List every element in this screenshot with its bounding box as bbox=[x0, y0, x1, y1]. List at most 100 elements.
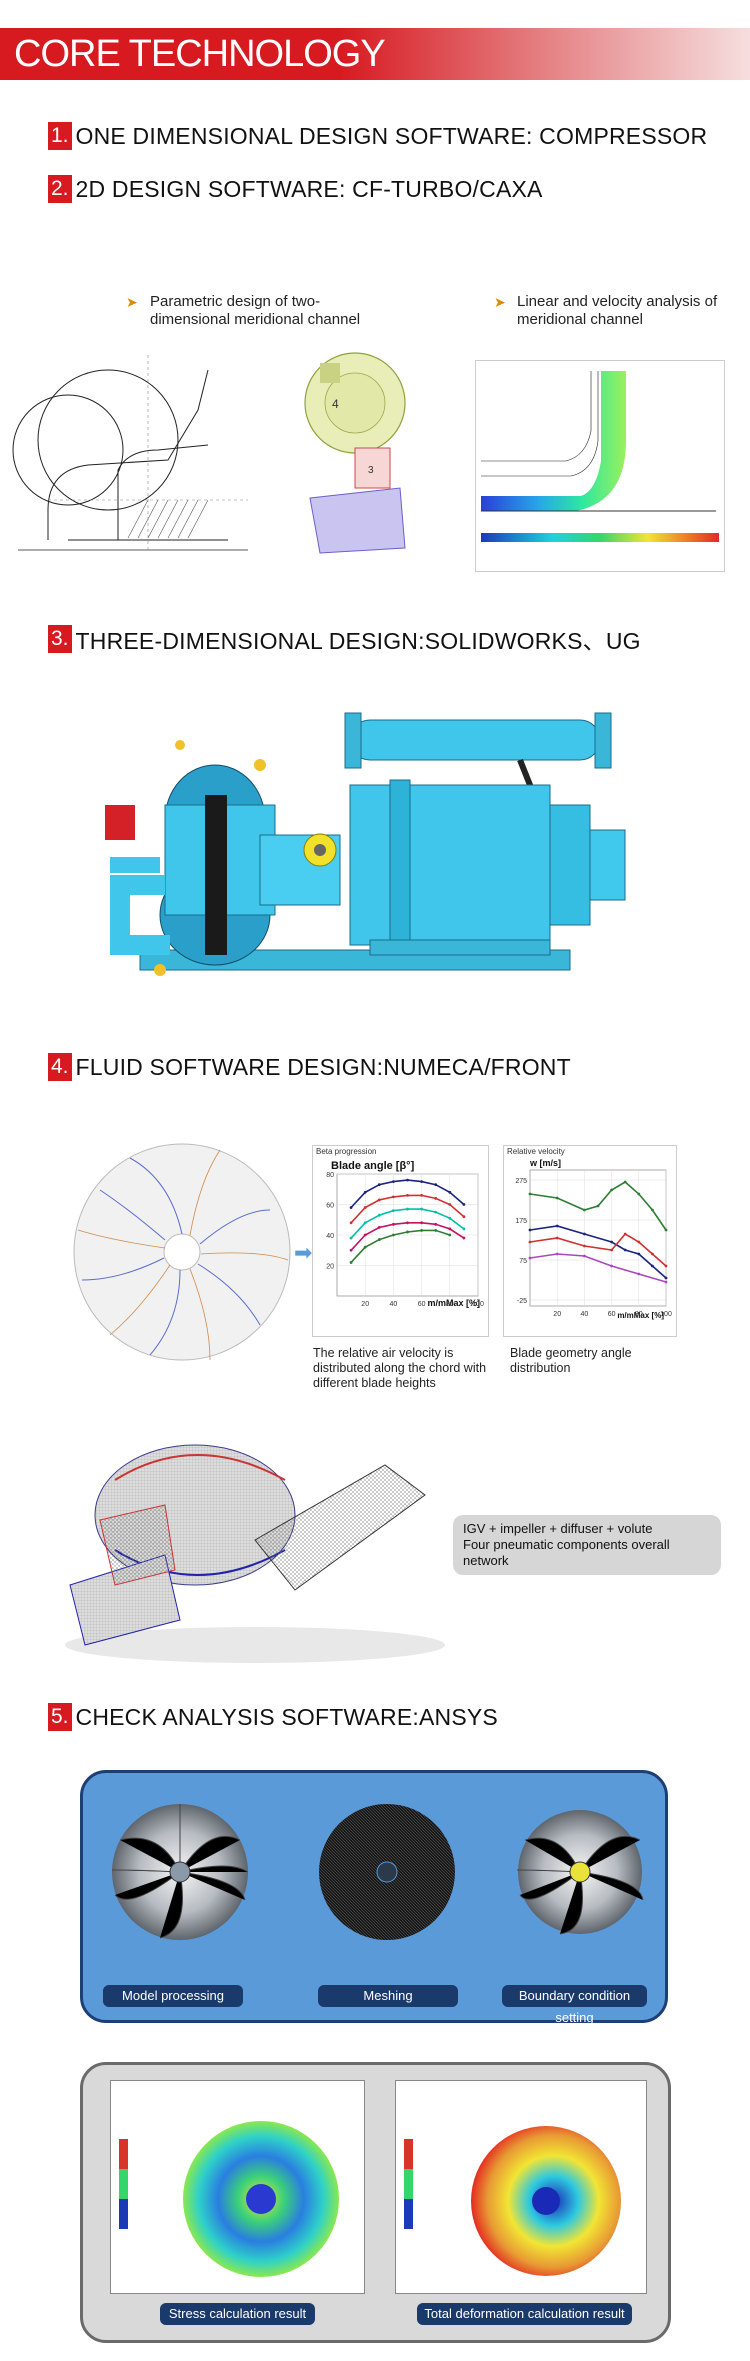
section-number: 4. bbox=[48, 1053, 72, 1081]
chart-window-title: Beta progression bbox=[316, 1147, 377, 1156]
series-point-1 bbox=[462, 1215, 466, 1219]
section-heading-5: 5. CHECK ANALYSIS SOFTWARE:ANSYS bbox=[48, 1702, 498, 1732]
series-point-0 bbox=[392, 1180, 395, 1184]
bullet-arrow-icon: ➤ bbox=[494, 294, 506, 310]
caption-blade-angle: Blade geometry angle distribution bbox=[510, 1346, 632, 1375]
series-point-0 bbox=[420, 1180, 423, 1184]
label-boundary-condition: Boundary condition setting bbox=[502, 1985, 647, 2025]
section-number: 5. bbox=[48, 1703, 72, 1731]
compressor-3d-model bbox=[105, 712, 626, 976]
series-point-0 bbox=[462, 1203, 466, 1206]
arrow-right-icon: ➡ bbox=[294, 1240, 313, 1265]
label-stress-result: Stress calculation result bbox=[160, 2303, 315, 2325]
series-point-0 bbox=[664, 1228, 668, 1232]
series-point-2 bbox=[448, 1216, 452, 1220]
series-point-0 bbox=[406, 1178, 409, 1182]
chart-y-label: Blade angle [β°] bbox=[331, 1160, 415, 1172]
blade-angle-chart: Beta progression Blade angle [β°] m/mMax… bbox=[312, 1145, 489, 1337]
x-tick-label: 20 bbox=[553, 1311, 561, 1318]
header-banner bbox=[0, 28, 750, 80]
series-point-4 bbox=[349, 1261, 353, 1264]
y-tick-label: -25 bbox=[517, 1298, 527, 1305]
x-tick-label: 20 bbox=[361, 1301, 369, 1308]
series-point-0 bbox=[637, 1192, 641, 1196]
y-tick-label: 80 bbox=[326, 1172, 334, 1179]
section-title: FLUID SOFTWARE DESIGN:NUMECA/FRONT bbox=[75, 1053, 571, 1080]
mesh-note-line-2: Four pneumatic components overall networ… bbox=[463, 1537, 670, 1568]
series-point-2 bbox=[610, 1248, 613, 1252]
series-point-2 bbox=[528, 1240, 532, 1244]
series-point-2 bbox=[363, 1221, 367, 1225]
series-point-2 bbox=[637, 1240, 641, 1244]
series-point-1 bbox=[420, 1193, 423, 1197]
y-tick-label: 175 bbox=[515, 1218, 527, 1225]
page-title: CORE TECHNOLOGY bbox=[14, 33, 386, 75]
series-point-2 bbox=[406, 1207, 409, 1211]
chart-y-label: w [m/s] bbox=[530, 1158, 562, 1168]
series-point-1 bbox=[623, 1248, 627, 1252]
series-point-3 bbox=[434, 1222, 438, 1226]
series-point-0 bbox=[448, 1190, 452, 1194]
series-point-0 bbox=[528, 1192, 532, 1196]
x-tick-label: 100 bbox=[472, 1301, 484, 1308]
label-meshing: Meshing bbox=[318, 1985, 458, 2007]
series-point-3 bbox=[664, 1280, 668, 1284]
label-model-processing: Model processing bbox=[103, 1985, 243, 2007]
series-point-4 bbox=[377, 1238, 381, 1241]
series-point-2 bbox=[349, 1236, 353, 1240]
series-point-2 bbox=[434, 1210, 438, 1214]
series-point-2 bbox=[555, 1236, 559, 1240]
section-heading-3: 3. THREE-DIMENSIONAL DESIGN:SOLIDWORKS、U… bbox=[48, 624, 641, 654]
deformation-result-image bbox=[395, 2080, 647, 2294]
section-title: ONE DIMENSIONAL DESIGN SOFTWARE: COMPRES… bbox=[75, 122, 708, 149]
section-number: 1. bbox=[48, 122, 72, 150]
section-title: CHECK ANALYSIS SOFTWARE:ANSYS bbox=[75, 1703, 498, 1730]
series-point-2 bbox=[377, 1213, 381, 1217]
volute-drawing: 4 3 bbox=[304, 352, 406, 554]
x-tick-label: 100 bbox=[660, 1311, 672, 1318]
series-point-1 bbox=[651, 1264, 654, 1268]
x-tick-label: 40 bbox=[390, 1301, 398, 1308]
series-point-3 bbox=[377, 1225, 381, 1229]
series-point-3 bbox=[392, 1222, 395, 1226]
impeller-blade-drawing bbox=[73, 1143, 291, 1361]
series-point-1 bbox=[406, 1193, 409, 1197]
series-point-0 bbox=[651, 1208, 654, 1212]
x-tick-label: 60 bbox=[608, 1311, 616, 1318]
y-tick-label: 60 bbox=[326, 1203, 334, 1210]
chart-x-label: m/mMax [%] bbox=[427, 1298, 480, 1308]
series-line-1 bbox=[529, 1225, 667, 1279]
x-tick-label: 60 bbox=[418, 1301, 426, 1308]
mesh-model-3d bbox=[65, 1444, 445, 1663]
series-point-3 bbox=[528, 1256, 532, 1260]
series-point-3 bbox=[637, 1272, 641, 1276]
series-point-4 bbox=[434, 1229, 438, 1232]
series-point-3 bbox=[583, 1254, 586, 1258]
boundary-impeller-image bbox=[516, 1810, 644, 1935]
model-impeller-image bbox=[111, 1804, 249, 1940]
series-point-4 bbox=[363, 1245, 367, 1249]
series-point-0 bbox=[377, 1183, 381, 1187]
series-point-1 bbox=[583, 1232, 586, 1236]
series-point-0 bbox=[623, 1180, 627, 1184]
stress-result-image bbox=[110, 2080, 365, 2294]
y-tick-label: 275 bbox=[515, 1178, 527, 1185]
y-tick-label: 20 bbox=[326, 1264, 334, 1271]
meridional-channel-figure: ➤ Parametric design of two-dimensional m… bbox=[0, 210, 750, 580]
series-point-0 bbox=[610, 1188, 613, 1192]
meridional-drawing bbox=[12, 355, 248, 551]
svg-text:3: 3 bbox=[368, 465, 374, 476]
series-point-0 bbox=[434, 1183, 438, 1187]
series-point-1 bbox=[555, 1224, 559, 1228]
series-point-1 bbox=[610, 1240, 613, 1244]
mesh-note-badge: IGV + impeller + diffuser + volute Four … bbox=[453, 1515, 721, 1575]
section-heading-4: 4. FLUID SOFTWARE DESIGN:NUMECA/FRONT bbox=[48, 1052, 571, 1082]
series-point-2 bbox=[664, 1264, 668, 1268]
caption-parametric: Parametric design of two-dimensional mer… bbox=[150, 293, 361, 328]
series-point-2 bbox=[583, 1244, 586, 1248]
series-point-3 bbox=[420, 1221, 423, 1225]
section-heading-2: 2. 2D DESIGN SOFTWARE: CF-TURBO/CAXA bbox=[48, 174, 543, 204]
meshing-impeller-image bbox=[319, 1804, 455, 1940]
